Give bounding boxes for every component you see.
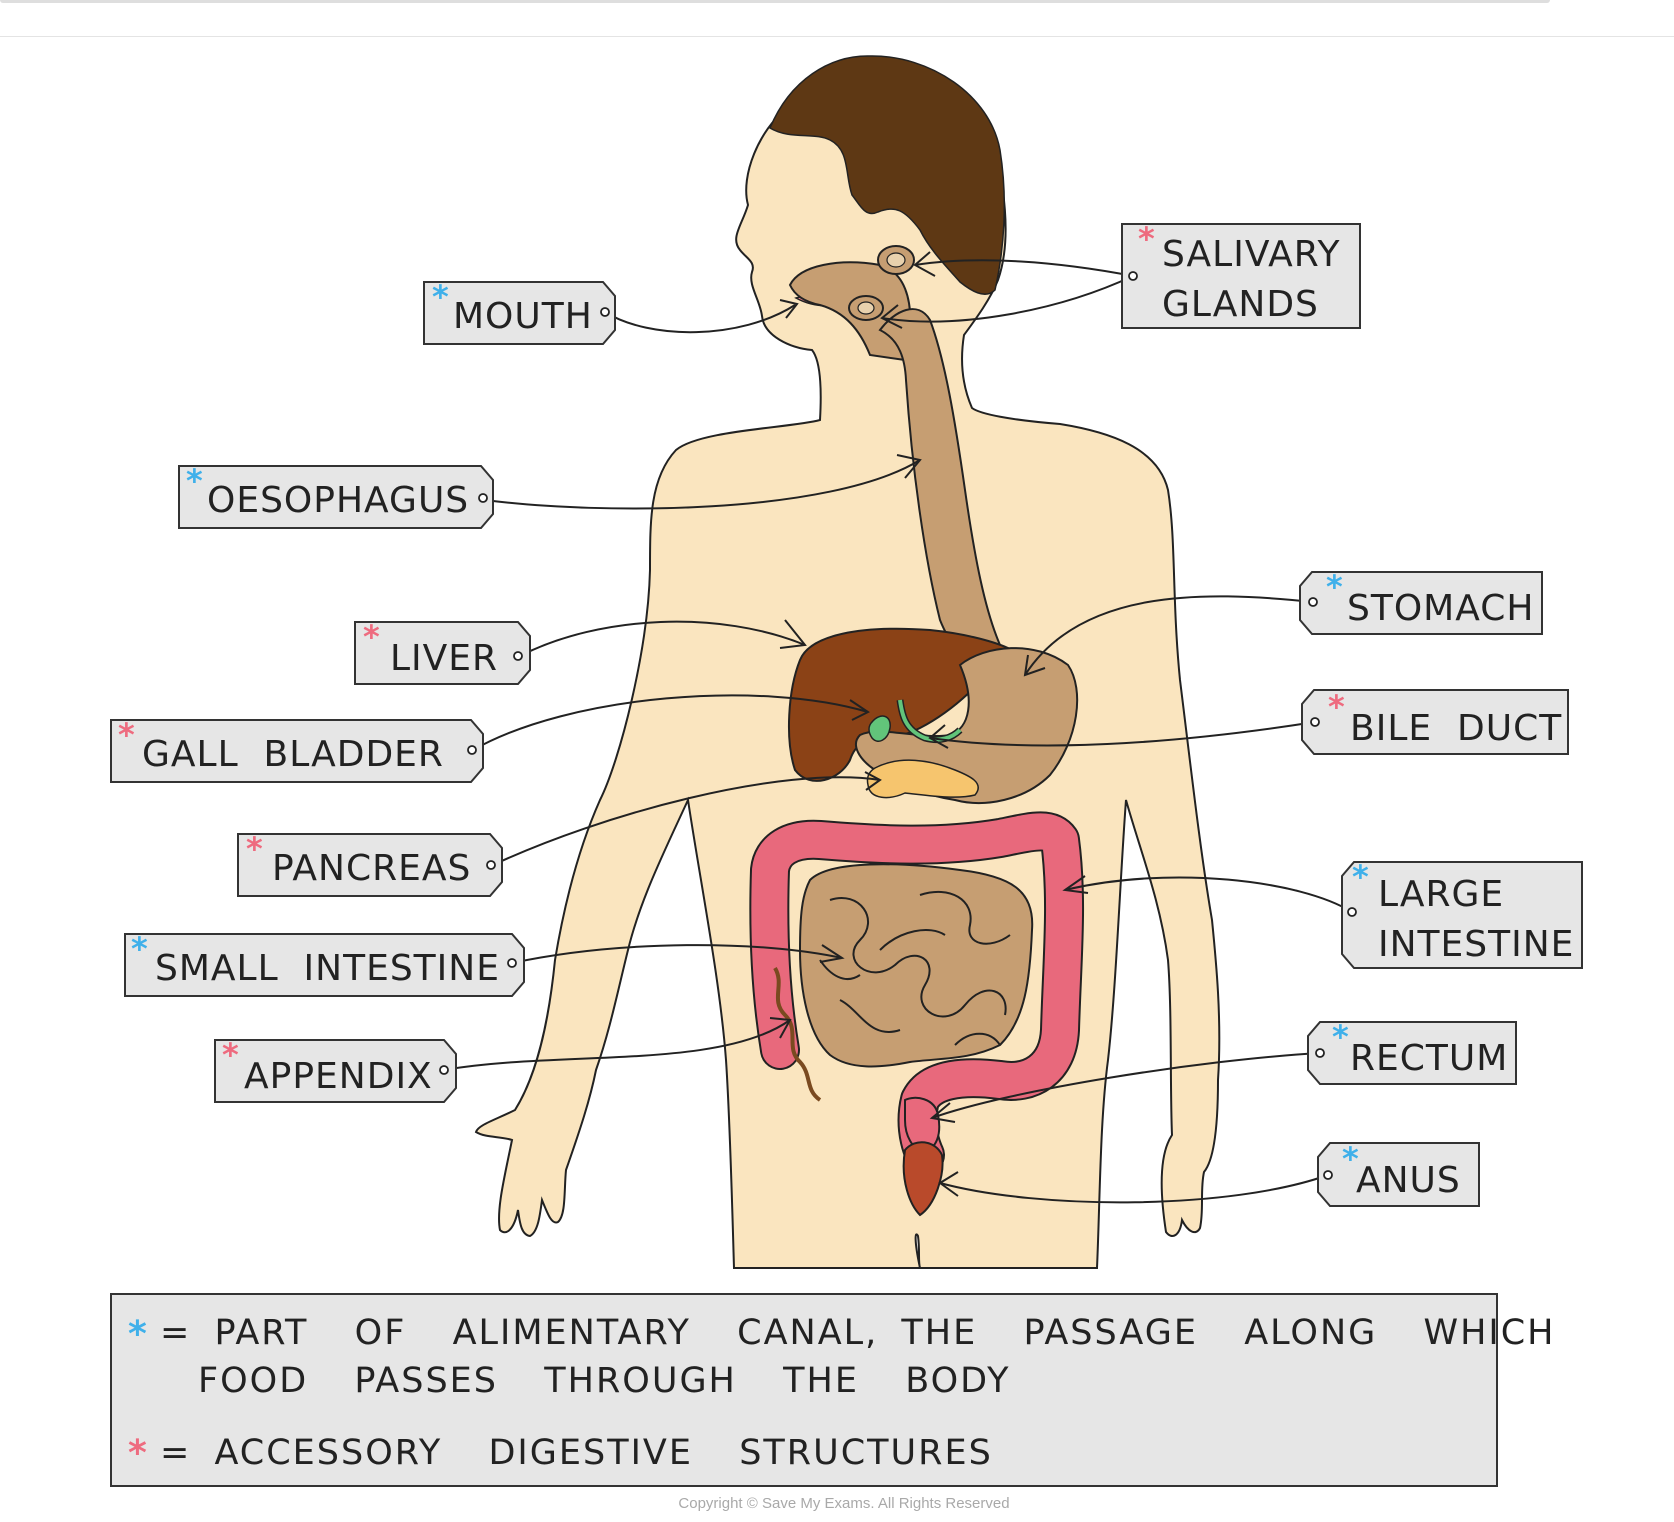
legend-blue-line1: = PART OF ALIMENTARY CANAL, THE PASSAGE …: [160, 1313, 1556, 1353]
legend-marker-blue: *: [128, 1314, 147, 1355]
marker-salivary: *: [1138, 220, 1155, 258]
label-bile-duct-text: BILE DUCT: [1350, 708, 1562, 749]
legend-red-line1: = ACCESSORY DIGESTIVE STRUCTURES: [160, 1433, 993, 1473]
leader-pancreas: [492, 776, 881, 866]
label-salivary-line2: GLANDS: [1162, 284, 1319, 325]
label-large-intestine: * LARGE INTESTINE: [1341, 858, 1583, 969]
rectum-shape: [904, 1096, 941, 1154]
leader-mouth: [604, 304, 796, 334]
marker-oesophagus: *: [186, 462, 203, 500]
label-stomach: * STOMACH: [1299, 568, 1543, 635]
leader-large-intestine: [1064, 876, 1353, 913]
label-large-intestine-line1: LARGE: [1378, 874, 1504, 915]
label-appendix: * APPENDIX: [214, 1036, 457, 1103]
top-rule: [0, 0, 1550, 3]
label-small-intestine: * SMALL INTESTINE: [124, 930, 525, 997]
label-appendix-text: APPENDIX: [244, 1056, 433, 1097]
label-gall-bladder-text: GALL BLADDER: [142, 734, 444, 775]
leader-oesophagus: [484, 459, 921, 510]
leader-gall-bladder-arrow: [849, 699, 870, 721]
label-pancreas: * PANCREAS: [237, 830, 503, 897]
marker-small-intestine: *: [131, 930, 148, 968]
leader-anus: [939, 1174, 1329, 1204]
leader-bile-duct: [929, 721, 1316, 747]
leader-small-intestine-arrow: [819, 944, 845, 963]
leader-gall-bladder: [472, 694, 869, 751]
label-rectum-text: RECTUM: [1350, 1038, 1508, 1079]
leader-large-intestine-arrow: [1062, 875, 1089, 894]
leader-salivary-upper-arrow: [913, 251, 936, 277]
gall-bladder-shape: [868, 715, 891, 742]
marker-large-intestine: *: [1352, 858, 1369, 896]
salivary-gland-upper-inner: [886, 252, 906, 268]
marker-gall-bladder: *: [118, 716, 135, 754]
label-tags: * MOUTH * SALIVARY GLANDS * OESOPHAGUS *…: [110, 220, 1583, 1207]
leader-stomach: [1024, 595, 1314, 676]
leader-liver-arrow: [779, 619, 807, 649]
marker-pancreas: *: [246, 830, 263, 868]
bile-duct-fill: [898, 699, 962, 742]
label-anus: * ANUS: [1317, 1140, 1480, 1207]
label-bile-duct: * BILE DUCT: [1301, 688, 1569, 755]
marker-bile-duct: *: [1328, 688, 1345, 726]
marker-rectum: *: [1332, 1018, 1349, 1056]
label-pancreas-text: PANCREAS: [272, 848, 471, 889]
leader-salivary-lower-arrow: [880, 304, 903, 329]
leader-rectum: [931, 1052, 1321, 1119]
leader-anus-arrow: [938, 1171, 959, 1197]
anus-shape: [902, 1141, 944, 1217]
legend-blue-line2: FOOD PASSES THROUGH THE BODY: [198, 1361, 1011, 1401]
hair: [769, 55, 1006, 295]
appendix-shape: [773, 966, 822, 1102]
pancreas-shape: [866, 759, 979, 799]
leader-pancreas-arrow: [864, 771, 882, 791]
label-large-intestine-line2: INTESTINE: [1378, 924, 1574, 965]
legend-marker-red: *: [128, 1433, 147, 1474]
label-mouth-text: MOUTH: [453, 296, 593, 337]
label-salivary-line1: SALIVARY: [1162, 234, 1340, 275]
leader-salivary-lower: [881, 275, 1134, 323]
copyright-notice: Copyright © Save My Exams. All Rights Re…: [678, 1495, 1009, 1512]
small-intestine-coils: [819, 890, 1011, 1046]
label-oesophagus: * OESOPHAGUS: [178, 462, 494, 529]
marker-liver: *: [363, 618, 380, 656]
marker-appendix: *: [222, 1036, 239, 1074]
top-bar: [0, 0, 1674, 37]
leader-mouth-arrow: [779, 299, 799, 319]
legend-box: * = PART OF ALIMENTARY CANAL, THE PASSAG…: [110, 1293, 1556, 1487]
label-small-intestine-text: SMALL INTESTINE: [155, 948, 500, 989]
large-intestine-fill: [751, 813, 1083, 1173]
leader-salivary-upper: [914, 259, 1134, 277]
leader-stomach-arrow: [1023, 654, 1046, 677]
label-stomach-text: STOMACH: [1347, 588, 1534, 629]
leader-appendix: [443, 1019, 791, 1071]
leader-appendix-arrow: [769, 1017, 792, 1039]
marker-anus: *: [1342, 1140, 1359, 1178]
label-oesophagus-text: OESOPHAGUS: [207, 480, 469, 521]
label-rectum: * RECTUM: [1307, 1018, 1517, 1085]
leader-liver: [519, 620, 806, 657]
leader-bile-duct-arrow: [928, 724, 949, 749]
leader-rectum-arrow: [929, 1102, 956, 1123]
label-gall-bladder: * GALL BLADDER: [110, 716, 484, 783]
small-intestine-shape: [798, 863, 1034, 1068]
label-salivary-glands: * SALIVARY GLANDS: [1121, 220, 1361, 329]
marker-stomach: *: [1326, 568, 1343, 606]
label-liver-text: LIVER: [390, 638, 498, 679]
salivary-gland-lower-inner: [857, 301, 875, 315]
label-liver: * LIVER: [354, 618, 531, 685]
label-mouth: * MOUTH: [423, 278, 616, 345]
leader-lines: [443, 251, 1353, 1204]
leader-small-intestine: [511, 944, 843, 964]
organs: [749, 245, 1085, 1217]
label-anus-text: ANUS: [1356, 1160, 1461, 1201]
leader-oesophagus-arrow: [896, 454, 922, 479]
marker-mouth: *: [432, 278, 449, 316]
